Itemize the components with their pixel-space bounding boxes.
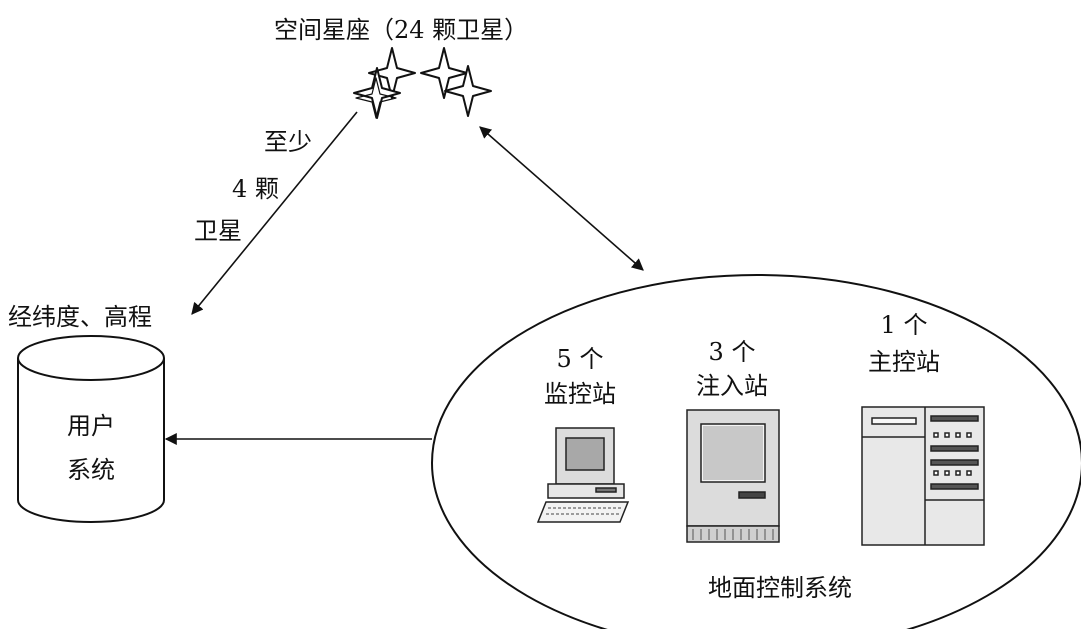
star-icon (368, 47, 416, 99)
monitor-station-computer-icon (536, 427, 630, 523)
star-icon (355, 77, 397, 119)
master-station-cabinet-icon (861, 406, 985, 546)
link-label-line1: 至少 (264, 128, 312, 156)
ground-control-ellipse (431, 274, 1081, 629)
satellite-ground-arrow (479, 126, 644, 271)
link-label-line3: 卫星 (194, 217, 242, 245)
satellite-constellation-icon (353, 47, 492, 119)
ground-control-title: 地面控制系统 (708, 574, 852, 602)
monitor-station-count: 5 个 (556, 345, 604, 373)
master-station-name: 主控站 (868, 348, 940, 376)
star-icon (420, 47, 468, 99)
user-system-name-line2: 系统 (67, 456, 115, 484)
user-system-cylinder (17, 335, 165, 523)
user-output-label: 经纬度、高程 (8, 303, 152, 331)
user-system-name-line1: 用户 (67, 412, 115, 440)
star-icon (444, 65, 492, 117)
monitor-station-name: 监控站 (544, 380, 616, 408)
injection-station-count: 3 个 (708, 338, 756, 366)
star-icon (353, 67, 401, 119)
link-label-line2: 4 颗 (232, 175, 279, 203)
constellation-title: 空间星座（24 颗卫星） (274, 16, 529, 44)
injection-station-terminal-icon (686, 409, 780, 543)
injection-station-name: 注入站 (696, 372, 768, 400)
satellite-to-user-arrow (191, 111, 358, 315)
master-station-count: 1 个 (880, 311, 928, 339)
